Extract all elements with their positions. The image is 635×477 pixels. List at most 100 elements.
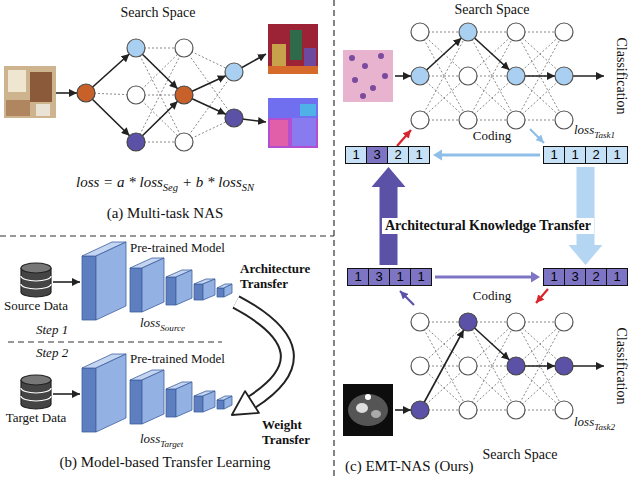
target-database bbox=[21, 375, 51, 409]
normal-region bbox=[270, 120, 288, 146]
code-digit: 1 bbox=[347, 268, 369, 286]
label-text: Search Space bbox=[482, 447, 557, 462]
normal-region bbox=[300, 104, 316, 116]
normal-region bbox=[268, 98, 318, 118]
segmentation-output bbox=[268, 24, 318, 74]
data-label: Target Data bbox=[6, 411, 67, 426]
code-digit: 1 bbox=[543, 268, 565, 286]
panel-caption: (a) Multi-task NAS bbox=[107, 205, 224, 222]
ct-body bbox=[348, 394, 388, 426]
task1-node bbox=[127, 39, 243, 81]
label-text: Pre-trained Model bbox=[130, 240, 225, 255]
label-text: loss bbox=[140, 315, 160, 330]
code-vector: 1311 bbox=[347, 268, 432, 286]
label-text: Search Space bbox=[120, 5, 195, 20]
path-arrow bbox=[136, 95, 184, 142]
panel-divider bbox=[0, 235, 334, 236]
path-arrow bbox=[468, 32, 516, 76]
search-node bbox=[411, 23, 573, 129]
code-digit: 2 bbox=[585, 268, 607, 286]
path-arrow bbox=[86, 48, 136, 93]
coding-arrow bbox=[400, 291, 414, 305]
loss-label: lossTask2 bbox=[574, 415, 615, 432]
label-text: Coding bbox=[473, 128, 511, 143]
loss-label: lossSource bbox=[140, 316, 185, 333]
path-arrow bbox=[468, 322, 516, 366]
path-arrow bbox=[136, 48, 184, 95]
search-space-mesh bbox=[420, 32, 564, 120]
label-text: loss bbox=[574, 414, 594, 429]
step-divider bbox=[8, 341, 222, 342]
code-update-arrow bbox=[435, 272, 540, 283]
label-text: (a) Multi-task NAS bbox=[107, 205, 224, 221]
code-digit: 1 bbox=[606, 268, 628, 286]
label-text: Source Data bbox=[4, 298, 68, 313]
image-ground bbox=[343, 50, 393, 102]
label-text: Architecture Transfer bbox=[240, 261, 310, 291]
loss-label: lossTask1 bbox=[574, 123, 615, 140]
subscript: Task2 bbox=[594, 422, 615, 432]
shared-node bbox=[77, 84, 193, 104]
seg-region bbox=[290, 30, 302, 60]
label-text: Step 1 bbox=[36, 322, 68, 337]
code-vector: 1321 bbox=[345, 146, 430, 164]
code-digit: 2 bbox=[585, 146, 607, 164]
decode-arrow bbox=[536, 289, 548, 303]
data-arrow bbox=[53, 393, 80, 395]
code-digit: 1 bbox=[410, 268, 432, 286]
subscript: Task1 bbox=[594, 130, 615, 140]
code-digit: 2 bbox=[387, 146, 409, 164]
database-rings bbox=[21, 276, 51, 289]
ct-spine bbox=[365, 394, 371, 400]
model-label: Pre-trained Model bbox=[130, 352, 225, 367]
loss-formula: loss = a * lossSeg + b * lossSN bbox=[76, 174, 254, 194]
code-digit: 1 bbox=[345, 146, 367, 164]
output-label: Classification bbox=[613, 328, 629, 405]
label-text: loss bbox=[140, 431, 160, 446]
room-photo bbox=[4, 66, 56, 118]
code-digit: 3 bbox=[366, 146, 388, 164]
coding-label: Coding bbox=[473, 289, 511, 304]
photo-window bbox=[8, 70, 26, 92]
subscript: Seg bbox=[163, 182, 178, 193]
label-text: loss = a * loss bbox=[76, 174, 163, 190]
panel-divider bbox=[333, 0, 334, 477]
photo-floor bbox=[6, 100, 30, 116]
task2-node bbox=[127, 109, 243, 151]
path-arrow bbox=[420, 32, 468, 76]
label-text: Pre-trained Model bbox=[130, 351, 225, 366]
decode-arrow bbox=[397, 130, 411, 146]
step-label: Step 2 bbox=[36, 346, 68, 361]
panel-caption: (b) Model-based Transfer Learning bbox=[59, 454, 270, 471]
database-rings bbox=[21, 388, 51, 401]
loss-label: lossTarget bbox=[140, 432, 183, 449]
subscript: SN bbox=[242, 182, 254, 193]
code-update-arrow bbox=[433, 150, 540, 161]
code-digit: 1 bbox=[408, 146, 430, 164]
transfer-arrow-head bbox=[232, 391, 259, 415]
label-text: (c) EMT-NAS (Ours) bbox=[345, 458, 474, 474]
code-digit: 1 bbox=[543, 146, 565, 164]
search-space-label: Search Space bbox=[120, 5, 195, 21]
normal-region bbox=[292, 118, 316, 146]
search-space-mesh bbox=[420, 322, 564, 410]
photo-sink bbox=[36, 104, 50, 116]
knowledge-transfer-arrow bbox=[372, 167, 406, 265]
label-text: Target Data bbox=[6, 410, 67, 425]
image-ground bbox=[343, 384, 393, 436]
seg-region bbox=[268, 66, 318, 74]
label-text: Search Space bbox=[454, 2, 529, 17]
label-text: (b) Model-based Transfer Learning bbox=[59, 454, 270, 470]
task1-node bbox=[411, 23, 573, 85]
code-vector: 1121 bbox=[543, 146, 628, 164]
subscript: Target bbox=[160, 439, 183, 449]
label-text: + b * loss bbox=[182, 174, 242, 190]
search-space-label: Search Space bbox=[482, 447, 557, 463]
label-text: Architectural Knowledge Transfer bbox=[385, 218, 591, 233]
database-top bbox=[21, 375, 51, 385]
subscript: Source bbox=[160, 323, 185, 333]
model-label: Pre-trained Model bbox=[130, 241, 225, 256]
